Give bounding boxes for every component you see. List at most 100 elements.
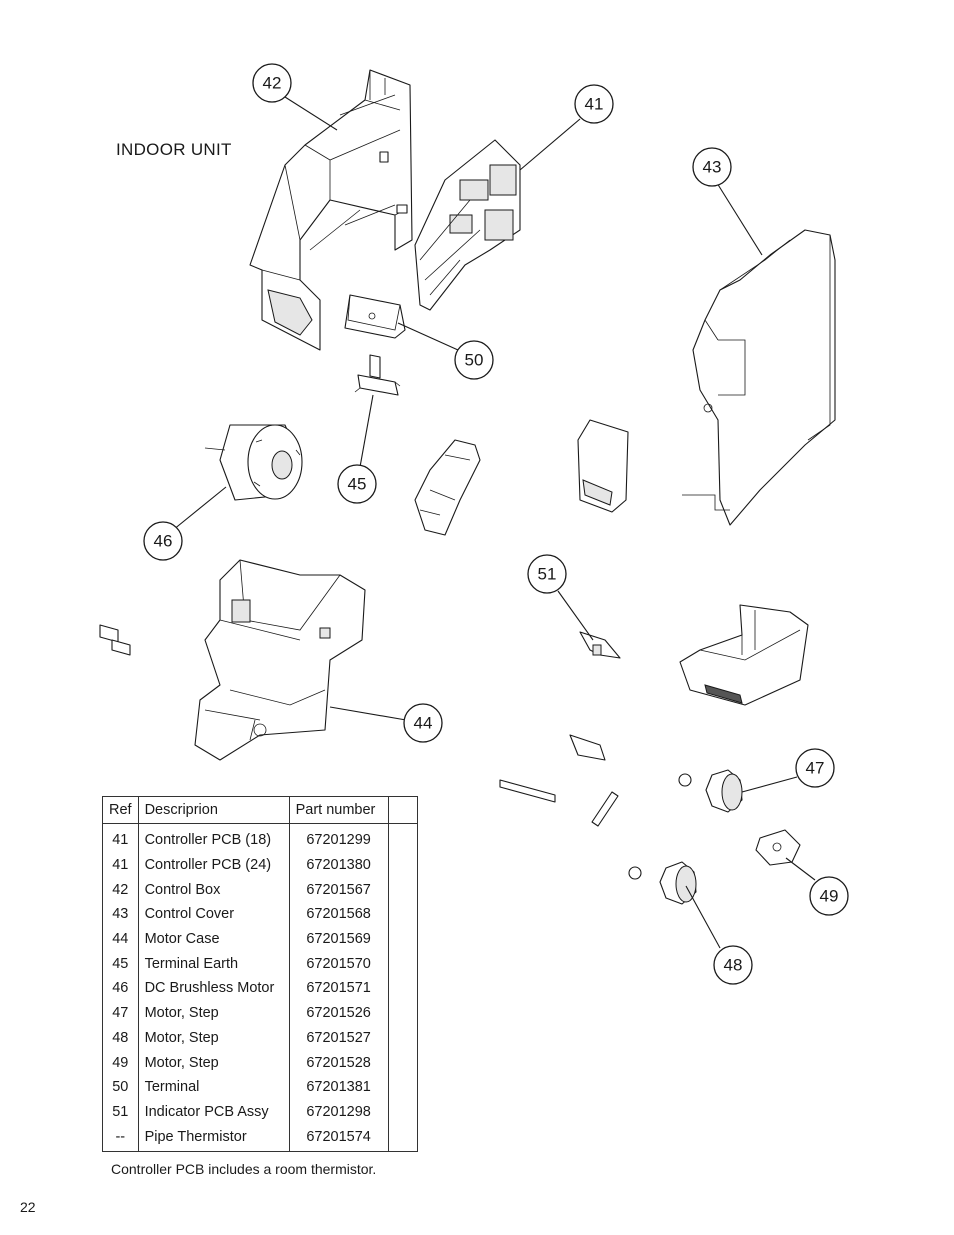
row-description: Controller PCB (18) (137, 823, 290, 853)
callout-43: 43 (692, 147, 732, 187)
row-description: Motor Case (137, 926, 290, 952)
row-ref: 42 (102, 877, 139, 903)
section-title: INDOOR UNIT (116, 140, 232, 159)
link-parts-drawing (499, 734, 692, 880)
row-extra (387, 1025, 418, 1051)
row-part-number: 67201527 (288, 1025, 389, 1051)
svg-text:42: 42 (263, 74, 282, 93)
callout-44: 44 (403, 703, 443, 743)
terminal-drawing (344, 294, 406, 339)
row-description: Motor, Step (137, 1050, 290, 1075)
row-description: Control Box (137, 877, 290, 903)
svg-text:41: 41 (585, 95, 604, 114)
row-ref: 49 (102, 1050, 139, 1075)
row-ref: 44 (102, 926, 139, 952)
row-extra (387, 1099, 418, 1125)
footnote: Controller PCB includes a room thermisto… (111, 1161, 377, 1177)
row-description: Motor, Step (137, 1025, 290, 1051)
header-ref: Ref (102, 796, 139, 824)
step-motor-47-drawing (705, 769, 743, 813)
control-box-drawing (249, 69, 413, 351)
row-ref: 47 (102, 1000, 139, 1026)
row-part-number: 67201570 (288, 951, 389, 977)
row-part-number: 67201571 (288, 976, 389, 1001)
row-description: Indicator PCB Assy (137, 1099, 290, 1125)
row-description: Motor, Step (137, 1000, 290, 1026)
row-ref: -- (102, 1124, 139, 1152)
row-part-number: 67201574 (288, 1124, 389, 1152)
row-description: DC Brushless Motor (137, 976, 290, 1001)
svg-text:45: 45 (348, 475, 367, 494)
row-extra (387, 852, 418, 878)
row-extra (387, 926, 418, 952)
row-ref: 43 (102, 902, 139, 927)
indicator-pcb-drawing (579, 631, 621, 659)
header-part-number: Part number (288, 796, 389, 824)
row-description: Control Cover (137, 902, 290, 927)
row-description: Terminal (137, 1074, 290, 1100)
callout-46: 46 (143, 521, 183, 561)
row-description: Terminal Earth (137, 951, 290, 977)
control-cover-drawing (682, 229, 836, 526)
row-extra (387, 951, 418, 977)
row-extra (387, 1124, 418, 1152)
svg-text:48: 48 (724, 956, 743, 975)
svg-text:49: 49 (820, 887, 839, 906)
row-part-number: 67201568 (288, 902, 389, 927)
callout-51: 51 (527, 554, 567, 594)
svg-text:47: 47 (806, 759, 825, 778)
row-ref: 41 (102, 823, 139, 853)
callout-50: 50 (454, 340, 494, 380)
row-part-number: 67201567 (288, 877, 389, 903)
svg-text:50: 50 (465, 351, 484, 370)
callout-42: 42 (252, 63, 292, 103)
row-part-number: 67201526 (288, 1000, 389, 1026)
step-motor-49-drawing (755, 829, 801, 866)
controller-pcb-drawing (414, 139, 521, 311)
header-description: Descriprion (137, 796, 290, 824)
row-description: Pipe Thermistor (137, 1124, 290, 1152)
row-description: Controller PCB (24) (137, 852, 290, 878)
row-extra (387, 877, 418, 903)
table-header-row: Ref Descriprion Part number (102, 796, 418, 824)
leader-lines (172, 96, 816, 949)
callout-48: 48 (713, 945, 753, 985)
row-ref: 51 (102, 1099, 139, 1125)
row-part-number: 67201298 (288, 1099, 389, 1125)
header-extra (387, 796, 418, 824)
row-part-number: 67201381 (288, 1074, 389, 1100)
row-ref: 48 (102, 1025, 139, 1051)
row-part-number: 67201380 (288, 852, 389, 878)
row-part-number: 67201528 (288, 1050, 389, 1075)
row-extra (387, 976, 418, 1001)
callout-49: 49 (809, 876, 849, 916)
page-number: 22 (20, 1199, 36, 1215)
row-ref: 45 (102, 951, 139, 977)
svg-text:44: 44 (414, 714, 433, 733)
row-extra (387, 823, 418, 853)
row-part-number: 67201569 (288, 926, 389, 952)
svg-text:51: 51 (538, 565, 557, 584)
callout-47: 47 (795, 748, 835, 788)
row-part-number: 67201299 (288, 823, 389, 853)
louver-bracket-drawing (679, 604, 809, 706)
row-ref: 50 (102, 1074, 139, 1100)
step-motor-48-drawing (659, 861, 697, 905)
row-extra (387, 1000, 418, 1026)
callout-45: 45 (337, 464, 377, 504)
